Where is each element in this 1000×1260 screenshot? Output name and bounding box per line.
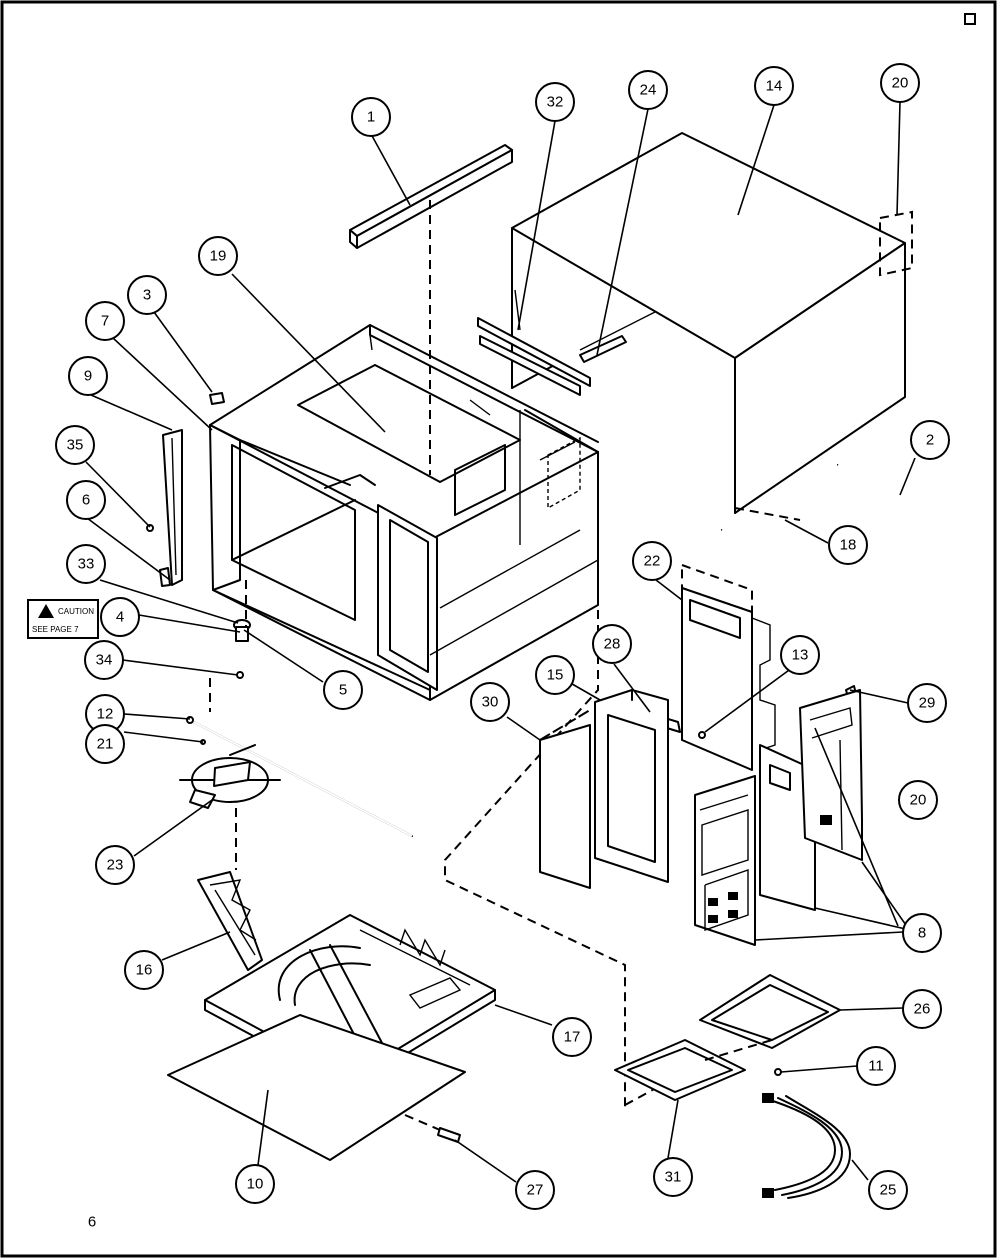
part-circuit-board	[799, 689, 863, 861]
callouts: 1 32 24 14 20 19 3 7 9 35 6 33 4 34 5 12…	[55, 63, 950, 1210]
callout-1: 1	[351, 97, 391, 137]
callout-label: 4	[116, 609, 124, 626]
part-top-bracket	[349, 144, 513, 249]
caution-label-subtitle: SEE PAGE 7	[32, 625, 79, 634]
callout-label: 26	[914, 1001, 931, 1018]
callout-29: 29	[907, 683, 947, 723]
part-rod	[186, 716, 413, 837]
callout-label: 25	[880, 1182, 897, 1199]
callout-label: 3	[143, 287, 151, 304]
part-trim-strips	[477, 317, 627, 396]
callout-label: 23	[107, 857, 124, 874]
callout-5: 5	[323, 670, 363, 710]
callout-label: 34	[96, 652, 113, 669]
callout-20-top: 20	[880, 63, 920, 103]
callout-10: 10	[235, 1164, 275, 1204]
caution-label-title: CAUTION	[58, 607, 94, 616]
callout-22: 22	[632, 541, 672, 581]
callout-label: 12	[97, 706, 114, 723]
callout-27: 27	[515, 1170, 555, 1210]
callout-8: 8	[902, 913, 942, 953]
part-control-panel-back	[681, 563, 776, 771]
part-foot	[404, 1114, 461, 1143]
callout-28: 28	[592, 624, 632, 664]
callout-21: 21	[85, 724, 125, 764]
callout-4: 4	[100, 597, 140, 637]
callout-7: 7	[85, 301, 125, 341]
callout-14: 14	[754, 66, 794, 106]
callout-30: 30	[470, 682, 510, 722]
callout-3: 3	[127, 275, 167, 315]
part-main-chassis	[209, 324, 599, 701]
callout-label: 24	[640, 82, 657, 99]
callout-label: 29	[919, 695, 936, 712]
callout-label: 11	[868, 1058, 884, 1075]
callout-label: 28	[604, 636, 621, 653]
callout-33: 33	[66, 544, 106, 584]
callout-25: 25	[868, 1170, 908, 1210]
part-outer-cabinet	[511, 132, 913, 514]
callout-label: 8	[918, 925, 926, 942]
callout-18: 18	[828, 525, 868, 565]
callout-label: 17	[564, 1029, 581, 1046]
callout-20-right: 20	[898, 780, 938, 820]
callout-label: 9	[84, 368, 92, 385]
part-stirrer	[179, 744, 281, 870]
callout-2: 2	[910, 420, 950, 460]
part-bottom-trays	[614, 974, 841, 1101]
callout-label: 6	[82, 492, 90, 509]
callout-31: 31	[653, 1157, 693, 1197]
part-control-panel	[694, 744, 816, 946]
callout-label: 15	[547, 667, 564, 684]
callout-16: 16	[124, 950, 164, 990]
callout-label: 21	[97, 736, 114, 753]
page-number: 6	[88, 1214, 96, 1231]
callout-32: 32	[535, 82, 575, 122]
caution-label: CAUTION SEE PAGE 7	[27, 599, 99, 639]
callout-label: 20	[910, 792, 927, 809]
callout-label: 5	[339, 682, 347, 699]
callout-6: 6	[66, 480, 106, 520]
callout-label: 16	[136, 962, 153, 979]
callout-label: 30	[482, 694, 499, 711]
part-wire-harness	[762, 1093, 851, 1199]
callout-23: 23	[95, 845, 135, 885]
callout-label: 1	[367, 109, 375, 126]
part-door-panel	[539, 709, 591, 889]
callout-label: 10	[247, 1176, 264, 1193]
callout-label: 19	[210, 248, 227, 265]
callout-17: 17	[552, 1017, 592, 1057]
callout-label: 13	[792, 647, 809, 664]
callout-11: 11	[856, 1046, 896, 1086]
part-door-frame	[594, 689, 669, 883]
callout-label: 22	[644, 553, 661, 570]
callout-label: 7	[101, 313, 109, 330]
callout-label: 20	[892, 75, 909, 92]
callout-label: 2	[926, 432, 934, 449]
corner-mark	[964, 13, 976, 25]
part-support-arm	[197, 871, 263, 971]
callout-19: 19	[198, 236, 238, 276]
leader-lines	[85, 101, 916, 1183]
callout-24: 24	[628, 70, 668, 110]
callout-34: 34	[84, 640, 124, 680]
callout-label: 35	[67, 437, 84, 454]
callout-label: 27	[527, 1182, 544, 1199]
part-left-rails	[162, 392, 225, 586]
callout-label: 18	[840, 537, 857, 554]
callout-35: 35	[55, 425, 95, 465]
callout-15: 15	[535, 655, 575, 695]
callout-label: 32	[547, 94, 564, 111]
callout-13: 13	[780, 635, 820, 675]
callout-26: 26	[902, 989, 942, 1029]
callout-12: 12	[85, 694, 125, 734]
callout-label: 31	[665, 1169, 682, 1186]
callout-label: 33	[78, 556, 95, 573]
callout-label: 14	[766, 78, 783, 95]
part-bottom-plate	[167, 1014, 466, 1161]
callout-9: 9	[68, 356, 108, 396]
